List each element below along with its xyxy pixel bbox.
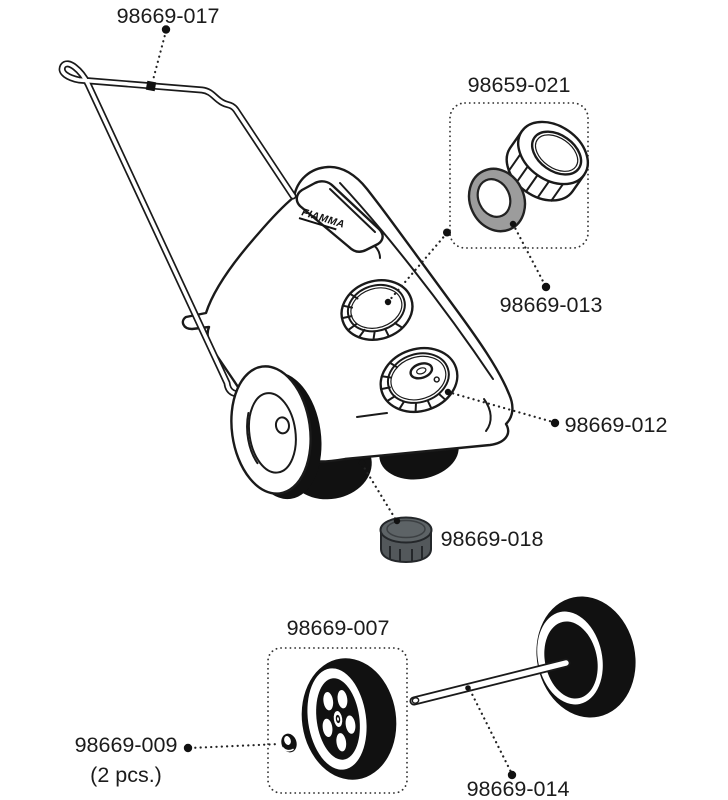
leader-axle-clip xyxy=(188,742,282,750)
part-label-axle-clip-qty: (2 pcs.) xyxy=(90,763,162,787)
lower-tank-cap xyxy=(379,346,459,414)
upper-tank-cap xyxy=(340,279,414,341)
cap-kit-box xyxy=(449,102,589,249)
leader-axle xyxy=(468,688,514,776)
tank-surface-line xyxy=(356,412,388,418)
handle xyxy=(58,60,297,398)
part-labels: 98669-017 98659-021 98669-013 98669-012 … xyxy=(75,4,668,800)
part-label-cap-kit: 98659-021 xyxy=(468,73,571,97)
handle-marker xyxy=(145,80,157,92)
seal-ring xyxy=(467,167,527,233)
thread-ring-ribs xyxy=(507,153,564,202)
lower-cap-ribs xyxy=(379,362,447,413)
front-wheel xyxy=(230,365,322,500)
part-label-tank-cap: 98669-012 xyxy=(565,413,668,437)
spare-wheel xyxy=(301,658,397,780)
part-label-drain-cap: 98669-018 xyxy=(441,527,544,551)
leader-lines xyxy=(151,25,560,780)
part-label-handle: 98669-017 xyxy=(117,4,220,28)
thread-ring xyxy=(505,120,589,202)
leader-drain-cap xyxy=(360,462,398,522)
part-label-axle: 98669-014 xyxy=(467,777,570,800)
tank-corner-crease xyxy=(483,398,492,432)
leader-seal xyxy=(511,222,548,289)
axle-clip xyxy=(281,733,297,753)
drain-cap xyxy=(379,516,433,564)
leader-handle xyxy=(151,29,168,82)
part-label-spare-wheel: 98669-007 xyxy=(287,616,390,640)
leader-cap-kit xyxy=(386,231,449,304)
axle xyxy=(409,658,571,706)
drain-cap-ribs xyxy=(389,546,423,562)
upper-cap-ribs xyxy=(341,293,403,340)
right-wheel xyxy=(536,596,636,718)
spare-wheel-hub xyxy=(316,678,360,760)
leader-tank-cap xyxy=(446,390,555,424)
axle-tip xyxy=(411,697,420,704)
tank-bevel-line xyxy=(339,182,494,380)
part-label-seal: 98669-013 xyxy=(500,293,603,317)
part-label-axle-clip: 98669-009 xyxy=(75,733,178,757)
fiamma-logo-underline xyxy=(298,217,337,231)
wheel-box xyxy=(267,647,408,794)
